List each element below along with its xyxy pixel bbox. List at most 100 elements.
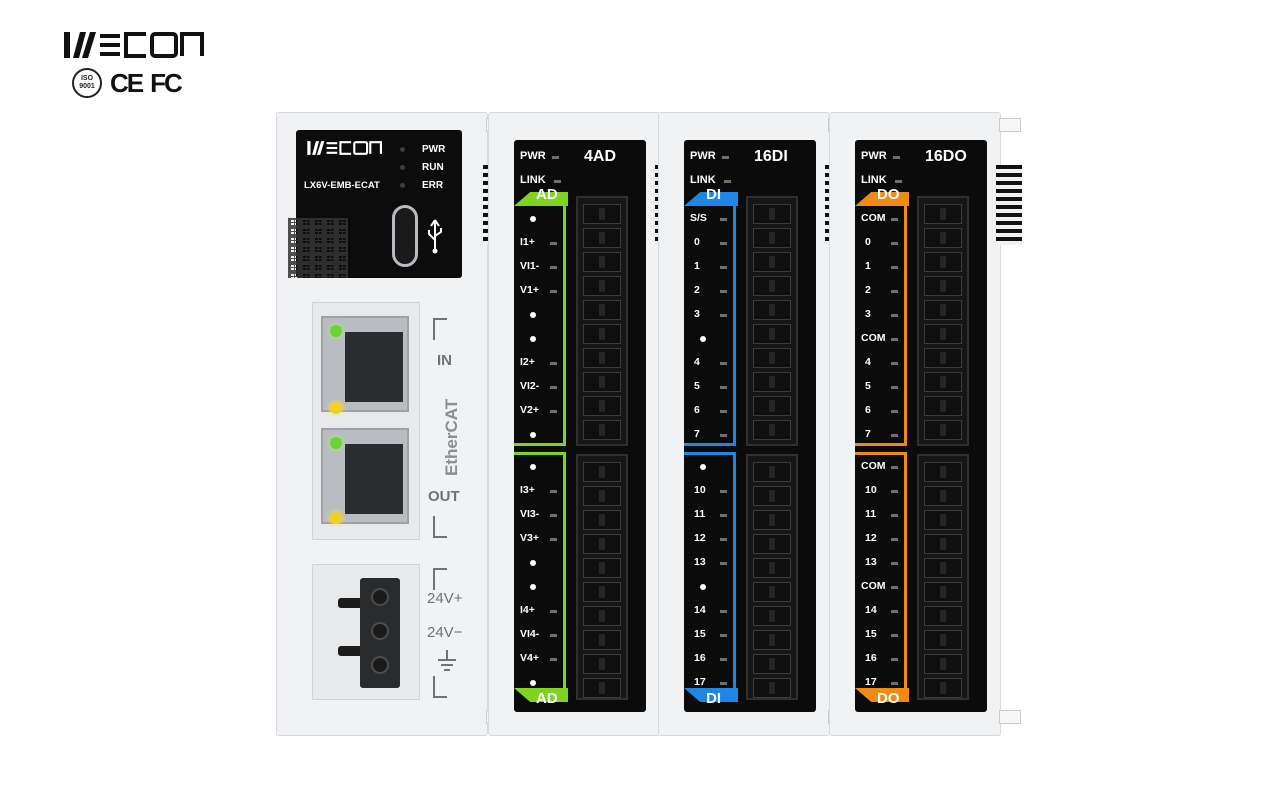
group-label-bottom: DO <box>877 690 900 707</box>
ce-mark: CE <box>110 67 144 98</box>
channel-led <box>891 242 898 245</box>
terminal-slot <box>583 462 621 482</box>
ethernet-in-label: IN <box>437 352 452 369</box>
terminal-slot <box>753 396 791 416</box>
group-label-top: DO <box>877 186 900 203</box>
group-tab-top <box>514 192 568 206</box>
wecon-logo <box>64 32 204 58</box>
channel-label: 7 <box>694 428 700 440</box>
terminal-block-lower[interactable] <box>576 454 628 700</box>
module-link-led <box>554 180 561 183</box>
channel-led <box>720 434 727 437</box>
out-bracket-icon <box>433 516 447 538</box>
terminal-block-lower[interactable] <box>746 454 798 700</box>
terminal-slot <box>924 372 962 392</box>
power-bracket-icon <box>433 568 447 590</box>
channel-label: S/S <box>690 212 707 224</box>
module-link-led <box>895 180 902 183</box>
channel-label: 16 <box>865 652 877 664</box>
channel-led <box>720 682 727 685</box>
channel-label: 13 <box>694 556 706 568</box>
terminal-slot <box>924 486 962 506</box>
terminal-slot <box>583 324 621 344</box>
terminal-slot <box>924 300 962 320</box>
terminal-slot <box>583 276 621 296</box>
channel-led <box>891 466 898 469</box>
channel-label: I4+ <box>520 604 535 616</box>
terminal-slot <box>924 324 962 344</box>
channel-label: VI1- <box>520 260 540 272</box>
terminal-block-upper[interactable] <box>576 196 628 446</box>
channel-led <box>720 410 727 413</box>
channel-label: COM <box>861 580 886 592</box>
power-terminal-block[interactable] <box>360 578 400 688</box>
module-pwr-led <box>552 156 559 159</box>
terminal-slot <box>583 252 621 272</box>
run-led-label: RUN <box>422 162 444 173</box>
group-bracket-lower <box>684 452 736 688</box>
channel-label: 12 <box>865 532 877 544</box>
channel-led <box>550 490 557 493</box>
terminal-slot <box>753 558 791 578</box>
channel-led <box>720 242 727 245</box>
terminal-slot <box>924 534 962 554</box>
channel-label: I1+ <box>520 236 535 248</box>
terminal-slot <box>924 654 962 674</box>
terminal-block-upper[interactable] <box>746 196 798 446</box>
channel-label: 4 <box>694 356 700 368</box>
module-link-label: LINK <box>690 174 716 186</box>
terminal-slot <box>753 534 791 554</box>
terminal-slot <box>753 486 791 506</box>
channel-label: 11 <box>865 508 877 520</box>
channel-led <box>550 658 557 661</box>
channel-led <box>891 682 898 685</box>
terminal-slot <box>753 678 791 698</box>
group-bracket-lower <box>514 452 566 688</box>
group-label-top: DI <box>706 186 721 203</box>
channel-label: 1 <box>865 260 871 272</box>
terminal-slot <box>924 582 962 602</box>
channel-led <box>891 314 898 317</box>
terminal-block-upper[interactable] <box>917 196 969 446</box>
terminal-slot <box>583 606 621 626</box>
group-bracket-upper <box>855 206 907 446</box>
terminal-slot <box>583 654 621 674</box>
ethercat-in-port[interactable] <box>321 316 409 412</box>
usb-c-port[interactable] <box>392 205 418 267</box>
terminal-slot <box>753 228 791 248</box>
channel-led <box>720 266 727 269</box>
terminal-screw <box>371 588 389 606</box>
terminal-slot <box>924 252 962 272</box>
module-title: 16DI <box>754 148 788 165</box>
terminal-slot <box>753 462 791 482</box>
run-led <box>400 165 405 170</box>
terminal-block-lower[interactable] <box>917 454 969 700</box>
power-bracket-bottom-icon <box>433 676 447 698</box>
terminal-slot <box>924 204 962 224</box>
pwr-led-label: PWR <box>422 144 446 155</box>
channel-dot <box>530 336 536 342</box>
terminal-slot <box>753 510 791 530</box>
ground-icon <box>438 650 456 671</box>
channel-label: 15 <box>694 628 706 640</box>
channel-led <box>550 634 557 637</box>
terminal-slot <box>583 630 621 650</box>
channel-led <box>720 386 727 389</box>
channel-led <box>891 266 898 269</box>
channel-label: I3+ <box>520 484 535 496</box>
channel-label: I2+ <box>520 356 535 368</box>
terminal-slot <box>753 300 791 320</box>
terminal-slot <box>583 300 621 320</box>
terminal-slot <box>583 486 621 506</box>
channel-led <box>891 386 898 389</box>
channel-led <box>891 410 898 413</box>
terminal-slot <box>753 606 791 626</box>
channel-led <box>720 562 727 565</box>
terminal-slot <box>924 348 962 368</box>
channel-led <box>720 490 727 493</box>
module-pwr-led <box>893 156 900 159</box>
terminal-slot <box>924 396 962 416</box>
power-lever-bottom <box>338 646 364 656</box>
in-link-led <box>330 325 342 337</box>
err-led-label: ERR <box>422 180 444 191</box>
